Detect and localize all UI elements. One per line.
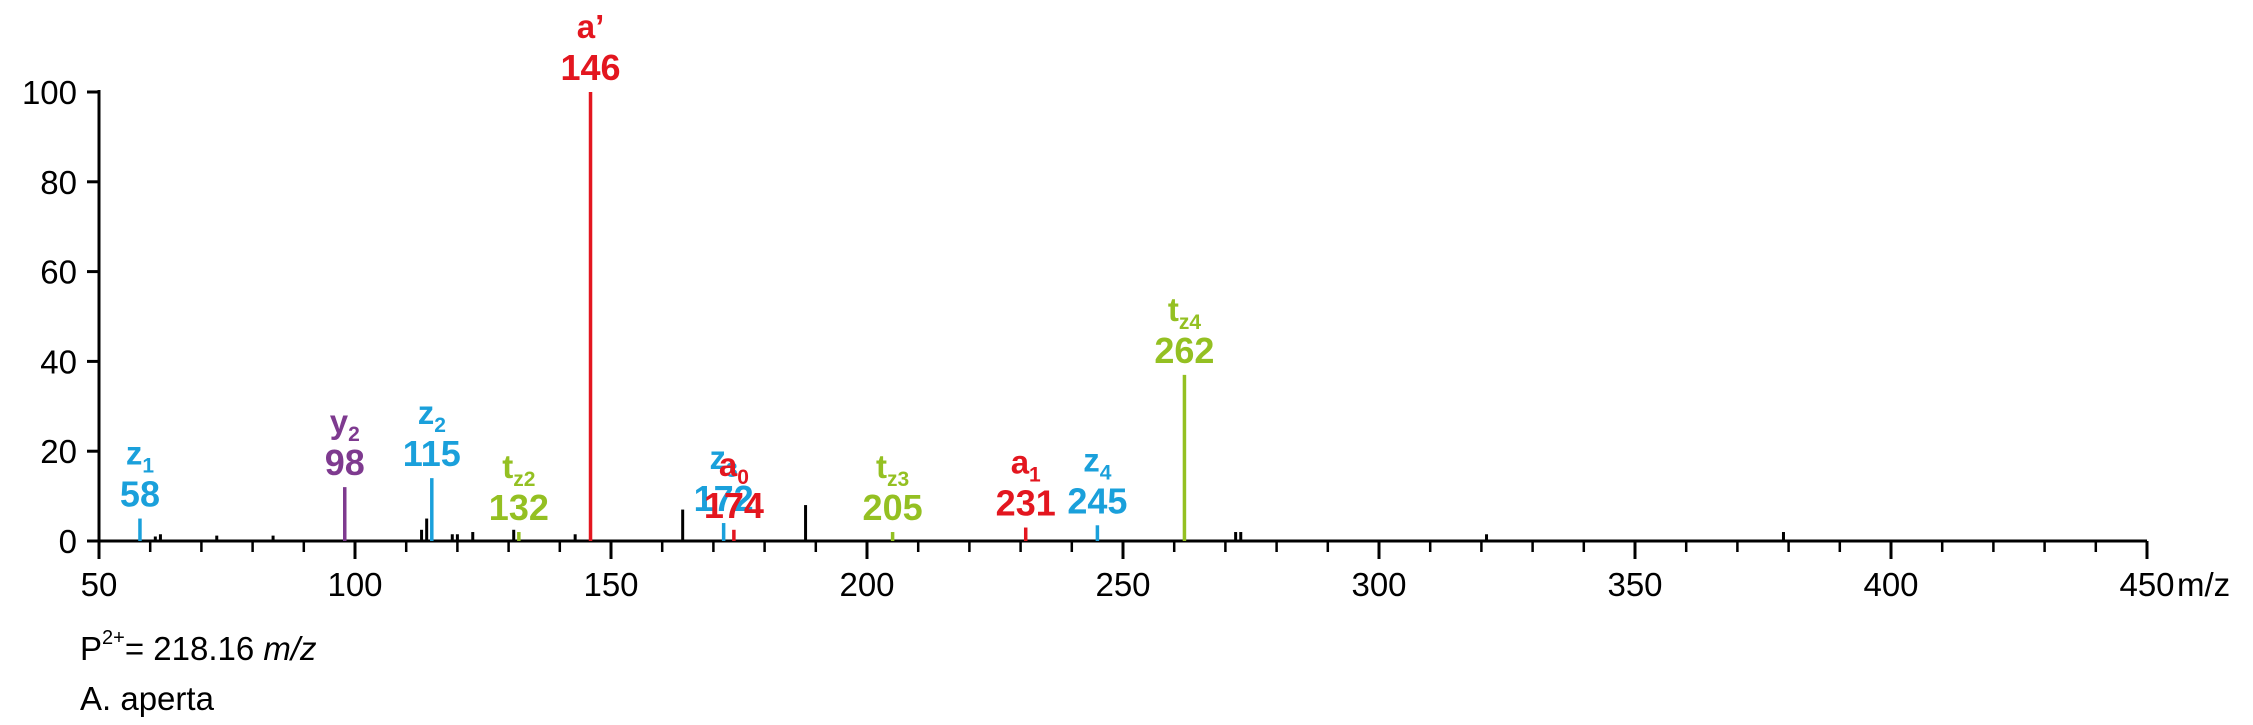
peak-mz-label: 174: [704, 485, 764, 526]
peak-ion-subscript: z4: [1179, 311, 1202, 334]
peak-ion-label: tz2: [502, 448, 535, 491]
x-tick-label: 250: [1095, 566, 1150, 603]
peak-ion-subscript: 2: [348, 423, 360, 446]
peak-ion-label: z4: [1083, 441, 1112, 484]
y-tick-label: 100: [22, 74, 77, 111]
x-tick-label: 50: [81, 566, 118, 603]
x-tick-label: 400: [1863, 566, 1918, 603]
peak-mz-label: 205: [863, 487, 923, 528]
x-tick-label: 350: [1607, 566, 1662, 603]
y-tick-label: 60: [40, 254, 77, 291]
y-tick-label: 40: [40, 343, 77, 380]
peak-ion-label: y2: [330, 403, 360, 446]
peak-ion-label: z2: [418, 394, 446, 437]
peak-ion-subscript: 4: [1100, 461, 1112, 484]
x-tick-label: 450: [2119, 566, 2174, 603]
peak-ion-label: z1: [126, 435, 155, 478]
peak-ion-label: a0: [719, 446, 749, 489]
peak-ion-subscript: z3: [887, 468, 909, 491]
peak-mz-label: 115: [403, 433, 461, 474]
y-tick-label: 0: [59, 523, 77, 560]
peak-ion-label: a’: [577, 8, 605, 45]
peak-ion-label: tz3: [876, 448, 909, 491]
peak-mz-label: 245: [1067, 480, 1127, 521]
peak-ion-subscript: z2: [513, 468, 535, 491]
peak-mz-label: 58: [120, 474, 160, 515]
precursor-label: P2+= 218.16 m/z: [80, 627, 317, 667]
peak-mz-label: 132: [489, 487, 549, 528]
peak-mz-label: 262: [1154, 330, 1214, 371]
peak-mz-label: 231: [996, 483, 1056, 524]
x-tick-label: 100: [327, 566, 382, 603]
peak-mz-label: 98: [325, 442, 365, 483]
peak-ion-subscript: 2: [434, 414, 446, 437]
x-tick-label: 150: [583, 566, 638, 603]
peak-mz-label: 146: [560, 47, 620, 88]
peak-ion-subscript: 0: [737, 466, 749, 489]
y-tick-label: 80: [40, 164, 77, 201]
peak-ion-subscript: 1: [142, 455, 154, 478]
x-tick-label: 300: [1351, 566, 1406, 603]
x-axis-label: m/z: [2177, 566, 2230, 603]
peak-ion-label: tz4: [1168, 291, 1202, 334]
species-label: A. aperta: [80, 680, 214, 717]
peak-ion-subscript: 3: [726, 459, 738, 482]
peak-ion-label: a1: [1011, 444, 1041, 487]
x-tick-label: 200: [839, 566, 894, 603]
y-tick-label: 20: [40, 433, 77, 470]
peak-ion-subscript: 1: [1029, 464, 1041, 487]
peak-mz-label: 172: [694, 478, 754, 519]
